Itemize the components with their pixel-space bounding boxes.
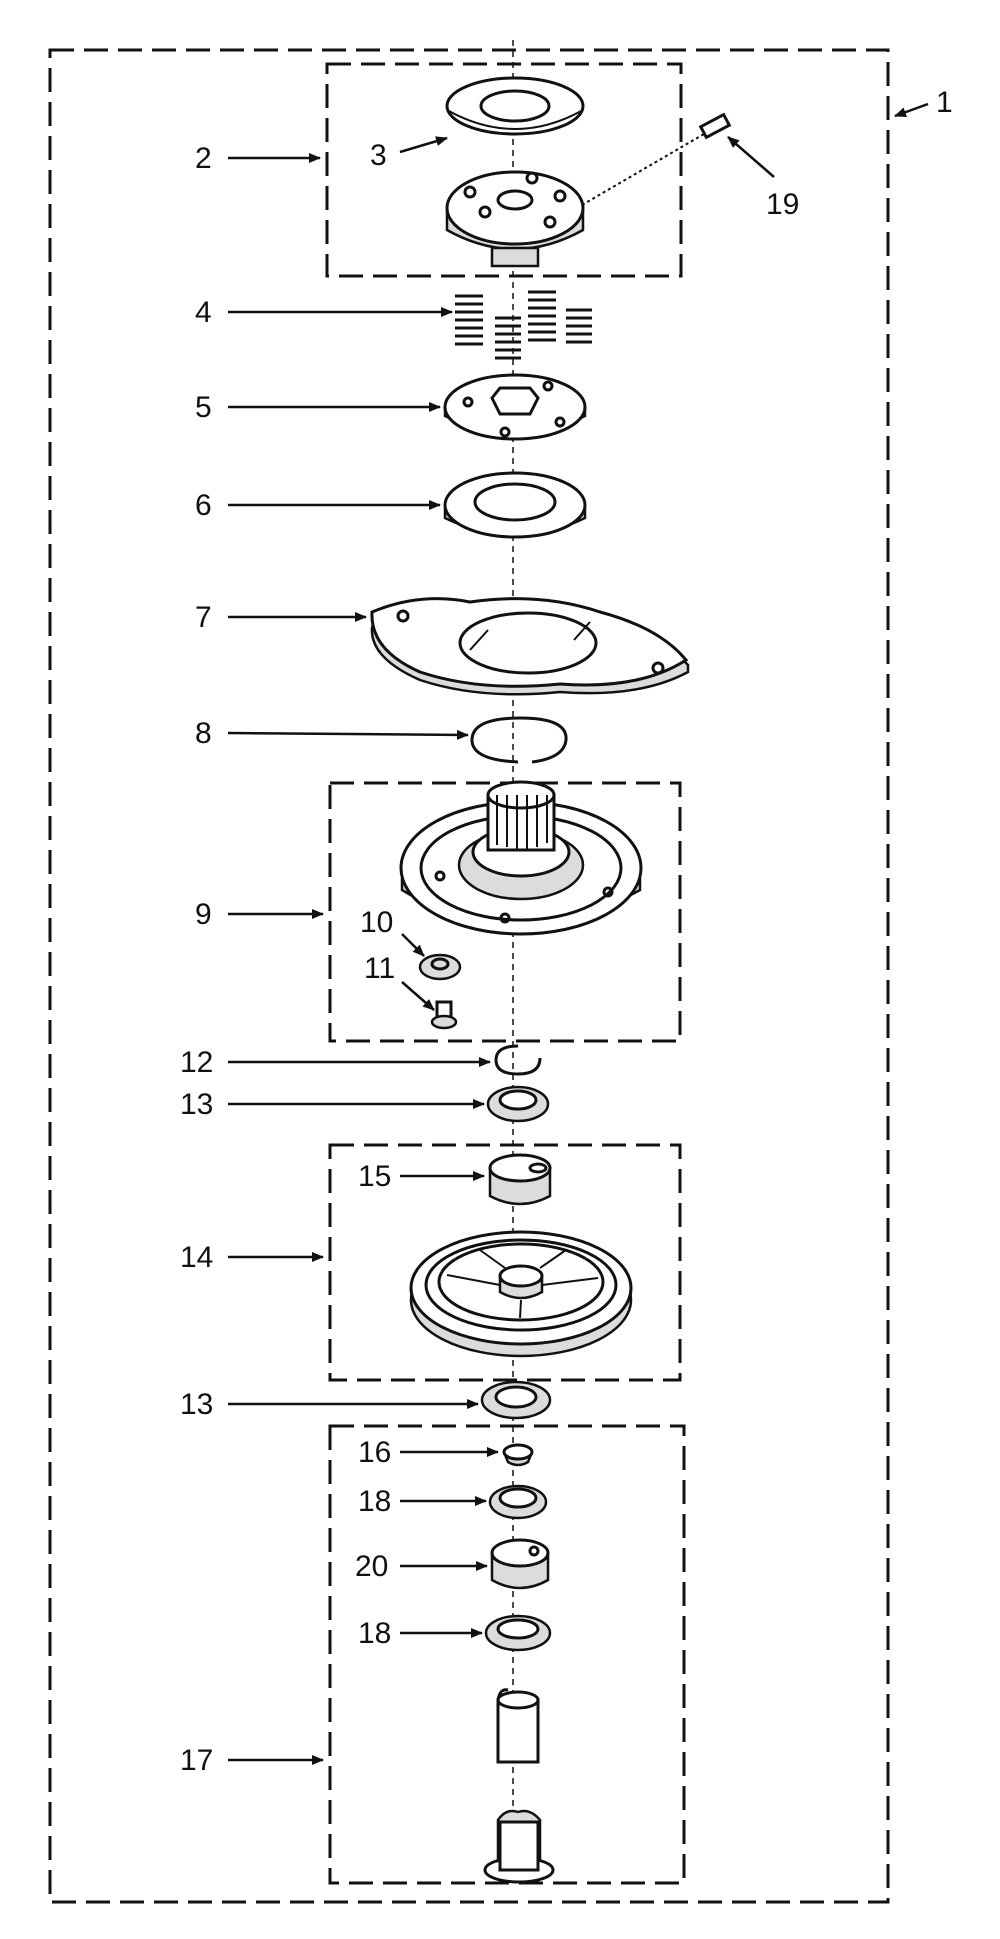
callout-15: 15 xyxy=(358,1160,391,1193)
leader-11 xyxy=(401,981,435,1011)
subassembly-box-14 xyxy=(328,1143,682,1382)
callout-14: 14 xyxy=(180,1241,213,1274)
callout-11: 11 xyxy=(364,952,395,985)
part-15-bearing xyxy=(488,1153,552,1206)
callout-5: 5 xyxy=(195,391,212,424)
callout-2: 2 xyxy=(195,142,212,175)
subassembly-box-2 xyxy=(325,62,683,278)
callout-4: 4 xyxy=(195,296,212,329)
callout-labels: 1 2 3 19 4 5 6 7 8 9 10 11 12 13 15 14 1… xyxy=(180,86,953,1777)
part-17-shaft xyxy=(483,1688,555,1884)
part-14-pulley xyxy=(409,1230,633,1358)
callout-9: 9 xyxy=(195,898,212,931)
part-9-flange-hub xyxy=(399,780,643,936)
part-11-screw xyxy=(430,1000,458,1030)
leader-8 xyxy=(227,729,469,740)
part-2-drive-hub xyxy=(445,170,585,268)
part-6-washer xyxy=(443,471,587,539)
part-20-bushing xyxy=(490,1538,550,1590)
part-5-plate xyxy=(443,373,587,441)
callout-6: 6 xyxy=(195,489,212,522)
part-3-washer xyxy=(445,76,585,136)
part-12-clip xyxy=(494,1044,542,1076)
callout-17: 17 xyxy=(180,1744,213,1777)
callout-20: 20 xyxy=(355,1550,388,1583)
subassembly-box-17 xyxy=(328,1424,686,1885)
part-4-springs xyxy=(455,290,592,360)
callout-1: 1 xyxy=(936,86,953,119)
leader-10 xyxy=(401,933,425,957)
callout-7: 7 xyxy=(195,601,212,634)
leader-19 xyxy=(727,136,775,178)
part-18-washer-lower xyxy=(484,1614,552,1652)
assembly-boundary xyxy=(48,48,890,1904)
callout-10: 10 xyxy=(360,906,393,939)
callout-13a: 13 xyxy=(180,1088,213,1121)
callout-16: 16 xyxy=(358,1436,391,1469)
part-16-cap xyxy=(502,1443,534,1467)
part-19-pin xyxy=(581,112,732,206)
part-13-washer-lower xyxy=(480,1380,552,1420)
callout-8: 8 xyxy=(195,717,212,750)
callout-12: 12 xyxy=(180,1046,213,1079)
leader-arrows xyxy=(227,102,929,1765)
callout-3: 3 xyxy=(370,139,387,172)
callout-19: 19 xyxy=(766,188,799,221)
leader-3 xyxy=(399,136,448,154)
part-7-flange xyxy=(370,597,690,696)
part-13-washer-upper xyxy=(486,1085,550,1123)
part-18-washer-upper xyxy=(488,1484,548,1520)
callout-13b: 13 xyxy=(180,1388,213,1421)
part-10-washer xyxy=(418,953,462,981)
callout-18b: 18 xyxy=(358,1617,391,1650)
callout-18a: 18 xyxy=(358,1485,391,1518)
part-8-retaining-ring xyxy=(470,716,568,764)
leader-1 xyxy=(894,102,929,118)
